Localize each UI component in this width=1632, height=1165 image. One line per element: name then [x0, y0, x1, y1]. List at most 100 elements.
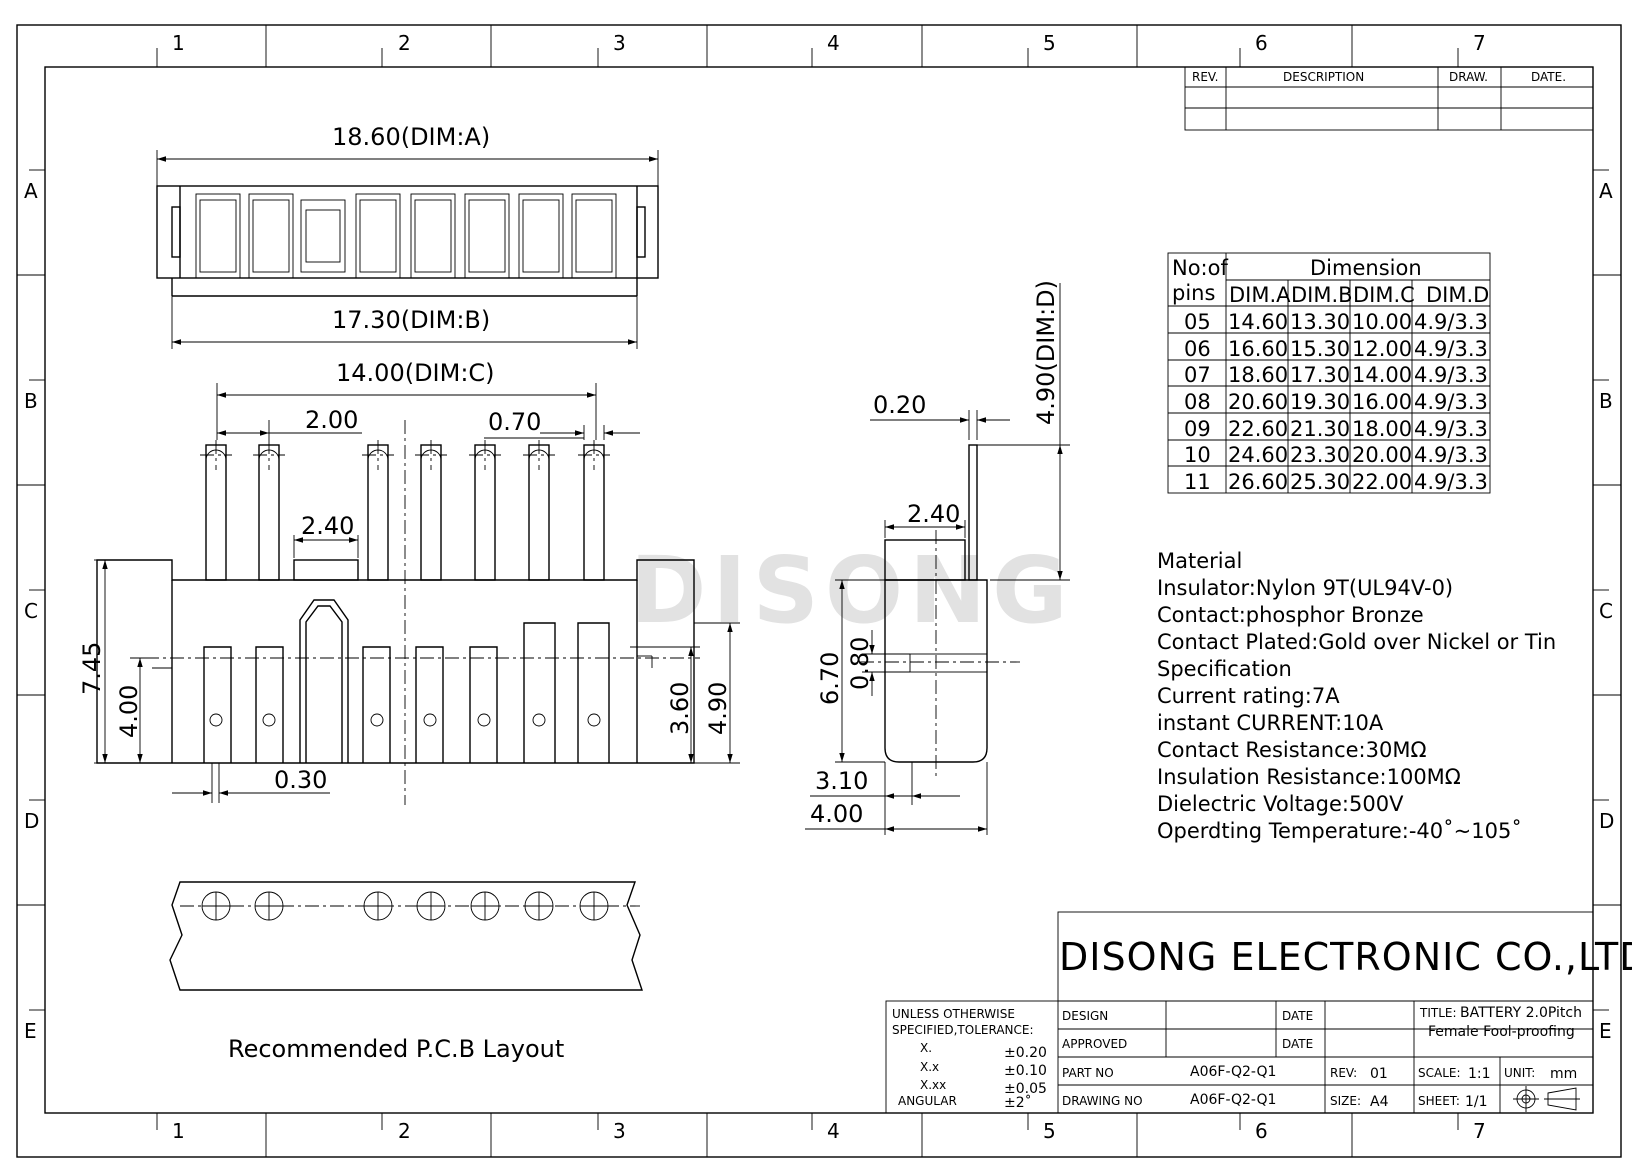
- unit-value: mm: [1550, 1066, 1577, 1082]
- rev-header: REV.: [1192, 70, 1218, 84]
- side-670-label: 6.70: [816, 652, 844, 705]
- table-cell: 4.9/3.3: [1414, 470, 1488, 494]
- unit-label: UNIT:: [1504, 1066, 1535, 1080]
- tolerance-label: X.x: [920, 1060, 939, 1074]
- zone-col: 1: [172, 31, 185, 55]
- table-row: 09 22.60 21.30 18.00 4.9/3.3: [1184, 417, 1488, 441]
- table-row: 08 20.60 19.30 16.00 4.9/3.3: [1184, 390, 1488, 414]
- sheet-value: 1/1: [1465, 1094, 1488, 1110]
- table-cell: 4.9/3.3: [1414, 310, 1488, 334]
- side-240-label: 2.40: [907, 500, 960, 528]
- table-row: 11 26.60 25.30 22.00 4.9/3.3: [1184, 470, 1488, 494]
- height-745-label: 7.45: [78, 642, 106, 695]
- height-400-label: 4.00: [115, 685, 143, 738]
- material-line: Contact Resistance:30MΩ: [1157, 738, 1427, 762]
- scale-label: SCALE:: [1418, 1066, 1461, 1080]
- pitch-label: 2.00: [305, 406, 358, 434]
- table-cell: 25.30: [1290, 470, 1350, 494]
- zone-row: C: [1599, 599, 1613, 623]
- title-label: TITLE:: [1419, 1006, 1457, 1020]
- table-cell: 12.00: [1352, 337, 1412, 361]
- part-no-label: PART NO: [1062, 1066, 1114, 1080]
- table-cell: 08: [1184, 390, 1211, 414]
- revision-table: REV. DESCRIPTION DRAW. DATE.: [1184, 66, 1594, 131]
- table-cell: 4.9/3.3: [1414, 390, 1488, 414]
- table-cell: 14.00: [1352, 363, 1412, 387]
- tolerance-note: UNLESS OTHERWISE: [892, 1007, 1015, 1021]
- zone-col: 2: [398, 31, 411, 55]
- zone-col: 1: [172, 1119, 185, 1143]
- tolerance-label: ANGULAR: [898, 1094, 957, 1108]
- table-row: 10 24.60 23.30 20.00 4.9/3.3: [1184, 443, 1488, 467]
- table-cell: 4.9/3.3: [1414, 443, 1488, 467]
- pins-header: No:of: [1172, 256, 1228, 280]
- table-cell: 18.60: [1228, 363, 1288, 387]
- approved-label: APPROVED: [1062, 1037, 1127, 1051]
- company-name: DISONG ELECTRONIC CO.,LTD.: [1059, 935, 1632, 979]
- sheet-label: SHEET:: [1418, 1094, 1460, 1108]
- gap-label: 0.30: [274, 766, 327, 794]
- pin-width-label: 0.70: [488, 408, 541, 436]
- col-header: DIM.B: [1291, 283, 1353, 307]
- table-cell: 16.60: [1228, 337, 1288, 361]
- table-cell: 10.00: [1352, 310, 1412, 334]
- zone-row: C: [24, 599, 38, 623]
- side-080-label: 0.80: [846, 637, 874, 690]
- zone-row: B: [1599, 389, 1613, 413]
- material-line: Contact Plated:Gold over Nickel or Tin: [1157, 630, 1556, 654]
- table-cell: 4.9/3.3: [1414, 417, 1488, 441]
- side-310-label: 3.10: [815, 767, 868, 795]
- dimension-group-header: Dimension: [1310, 256, 1422, 280]
- description-header: DESCRIPTION: [1283, 70, 1364, 84]
- table-cell: 06: [1184, 337, 1211, 361]
- watermark: DISONG: [630, 537, 1074, 644]
- side-020-label: 0.20: [873, 391, 926, 419]
- side-400-label: 4.00: [810, 800, 863, 828]
- material-line: Operdting Temperature:-40˚~105˚: [1157, 819, 1522, 843]
- zone-row: A: [24, 179, 38, 203]
- table-cell: 21.30: [1290, 417, 1350, 441]
- table-cell: 20.00: [1352, 443, 1412, 467]
- tolerance-label: X.xx: [920, 1078, 946, 1092]
- title-value: BATTERY 2.0Pitch: [1460, 1005, 1582, 1021]
- material-line: Contact:phosphor Bronze: [1157, 603, 1424, 627]
- date-header: DATE.: [1531, 70, 1566, 84]
- projection-symbol-icon: [1513, 1086, 1580, 1112]
- table-cell: 19.30: [1290, 390, 1350, 414]
- zone-col: 3: [613, 1119, 626, 1143]
- date-label: DATE: [1282, 1009, 1313, 1023]
- table-cell: 13.30: [1290, 310, 1350, 334]
- height-490-label: 4.90: [704, 682, 732, 735]
- table-row: 06 16.60 15.30 12.00 4.9/3.3: [1184, 337, 1488, 361]
- tolerance-value: ±2˚: [1004, 1094, 1032, 1111]
- col-header: DIM.D: [1426, 283, 1489, 307]
- draw-header: DRAW.: [1449, 70, 1488, 84]
- tolerance-value: ±0.10: [1004, 1063, 1047, 1079]
- pcb-layout-label: Recommended P.C.B Layout: [228, 1035, 564, 1063]
- title-block: DISONG ELECTRONIC CO.,LTD. UNLESS OTHERW…: [885, 911, 1632, 1114]
- table-cell: 18.00: [1352, 417, 1412, 441]
- col-header: DIM.A: [1229, 283, 1291, 307]
- zone-row: D: [24, 809, 39, 833]
- height-360-label: 3.60: [666, 682, 694, 735]
- table-cell: 17.30: [1290, 363, 1350, 387]
- zone-col: 4: [827, 31, 840, 55]
- zone-row: B: [24, 389, 38, 413]
- zone-labels: 1 2 3 4 5 6 7 1 2 3 4 5 6 7 A B C D E A …: [24, 31, 1614, 1143]
- tolerance-label: X.: [920, 1041, 932, 1055]
- front-view: 14.00(DIM:C) 2.00 0.70 2.40 0.30 7.45 4.…: [78, 359, 740, 805]
- zone-dividers: [17, 25, 1621, 1157]
- tolerance-value: ±0.20: [1004, 1045, 1047, 1061]
- material-line: Insulator:Nylon 9T(UL94V-0): [1157, 576, 1453, 600]
- rev-value: 01: [1370, 1066, 1388, 1082]
- table-cell: 10: [1184, 443, 1211, 467]
- material-spec: Material Insulator:Nylon 9T(UL94V-0) Con…: [1157, 549, 1556, 843]
- table-cell: 16.00: [1352, 390, 1412, 414]
- pcb-layout: Recommended P.C.B Layout: [169, 881, 643, 1063]
- side-dim-d-label: 4.90(DIM:D): [1032, 280, 1060, 425]
- zone-col: 6: [1255, 31, 1268, 55]
- table-cell: 22.00: [1352, 470, 1412, 494]
- table-cell: 23.30: [1290, 443, 1350, 467]
- outer-frame: [16, 24, 1622, 1158]
